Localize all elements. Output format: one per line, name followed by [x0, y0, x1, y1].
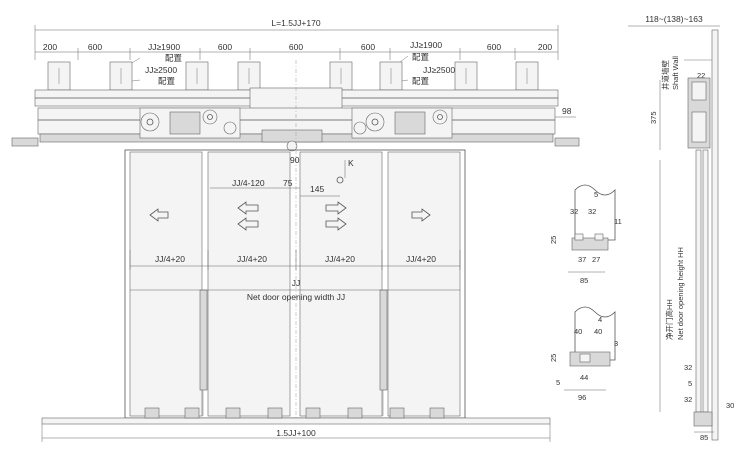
config-right-2: 配置 — [412, 52, 430, 62]
dim-jj4-120: JJ/4-120 — [232, 178, 265, 188]
side-top-range: 118~(138)~163 — [645, 14, 703, 24]
panel-width-1: JJ/4+20 — [155, 254, 185, 264]
dt-dim-32a: 32 — [570, 207, 578, 216]
dt-dim-27: 27 — [592, 255, 600, 264]
side-dim-30: 30 — [726, 401, 734, 410]
config-left-4: 配置 — [158, 76, 176, 86]
dim-75: 75 — [283, 178, 293, 188]
top-dim-4: 600 — [289, 42, 303, 52]
panel-width-3: JJ/4+20 — [325, 254, 355, 264]
side-dim-5: 5 — [688, 379, 692, 388]
db-dim-3: 3 — [614, 339, 618, 348]
panel-width-2: JJ/4+20 — [237, 254, 267, 264]
dim-145: 145 — [310, 184, 324, 194]
top-dim-2: 600 — [88, 42, 102, 52]
dt-dim-37: 37 — [578, 255, 586, 264]
dim-k: K — [348, 158, 354, 168]
config-right-4: 配置 — [412, 76, 430, 86]
side-dim-22: 22 — [697, 71, 705, 80]
db-dim-40b: 40 — [594, 327, 602, 336]
config-left-2: 配置 — [165, 53, 183, 63]
detail-bottom: 4 40 40 3 25 5 44 96 — [549, 306, 618, 402]
side-dim-85: 85 — [700, 433, 708, 442]
dt-dim-25: 25 — [549, 236, 558, 244]
top-dim-3: 600 — [218, 42, 232, 52]
db-dim-25: 25 — [549, 354, 558, 362]
side-dim-32a: 32 — [684, 363, 692, 372]
config-left-1: JJ≥1900 — [148, 42, 180, 52]
height-cn: 净开门高HH — [664, 299, 674, 340]
sill-width-label: 1.5JJ+100 — [276, 428, 316, 438]
db-dim-40a: 40 — [574, 327, 582, 336]
detail-top: 5 32 32 11 25 37 27 85 — [549, 184, 622, 285]
opening-desc: Net door opening width JJ — [247, 292, 345, 302]
dim-90: 90 — [290, 155, 300, 165]
dim-98: 98 — [562, 106, 572, 116]
overall-width-label: L=1.5JJ+170 — [271, 18, 320, 28]
top-dim-6: 600 — [487, 42, 501, 52]
shaft-wall-en: Shaft Wall — [671, 56, 680, 90]
opening-label: JJ — [292, 278, 301, 288]
db-dim-5: 5 — [556, 378, 560, 387]
dt-dim-32b: 32 — [588, 207, 596, 216]
db-dim-4: 4 — [598, 315, 602, 324]
dt-dim-11: 11 — [614, 217, 622, 226]
config-left-3: JJ≥2500 — [145, 65, 177, 75]
side-dim-32b: 32 — [684, 395, 692, 404]
top-dim-5: 600 — [361, 42, 375, 52]
db-dim-44: 44 — [580, 373, 588, 382]
shaft-wall-cn: 井道墙壁 — [660, 60, 670, 90]
front-view: L=1.5JJ+170 200 600 600 600 600 600 200 … — [11, 18, 580, 442]
config-right-1: JJ≥1900 — [410, 40, 442, 50]
panel-width-4: JJ/4+20 — [406, 254, 436, 264]
db-dim-96: 96 — [578, 393, 586, 402]
top-dim-7: 200 — [538, 42, 552, 52]
height-en: Net door opening height HH — [676, 247, 685, 340]
dt-dim-85: 85 — [580, 276, 588, 285]
top-dim-1: 200 — [43, 42, 57, 52]
side-view: 118~(138)~163 井道墙壁 Shaft Wall 22 375 净开门… — [628, 14, 734, 442]
dt-dim-5: 5 — [594, 190, 598, 199]
side-dim-375: 375 — [649, 111, 658, 124]
config-right-3: JJ≥2500 — [423, 65, 455, 75]
